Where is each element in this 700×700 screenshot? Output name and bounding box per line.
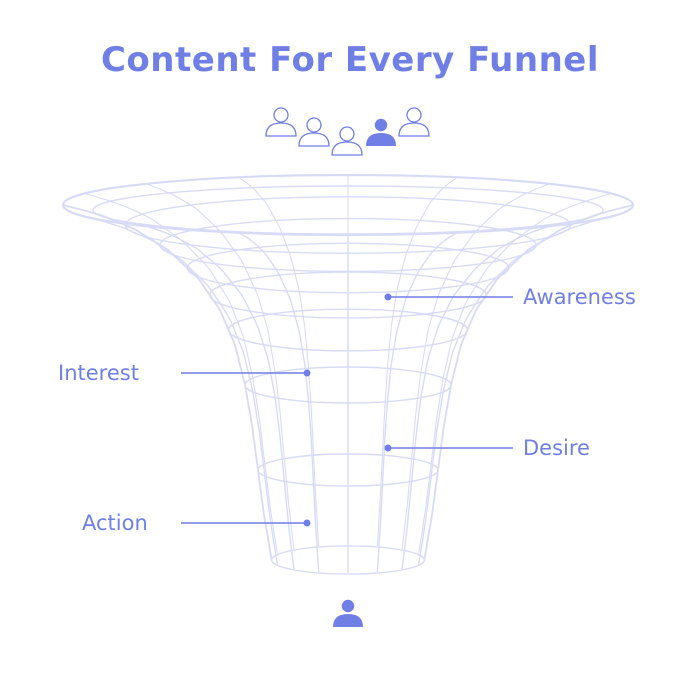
awareness-dot (384, 293, 392, 301)
user-body (398, 122, 430, 137)
funnel-meridian (238, 232, 320, 573)
user-head (306, 117, 322, 133)
funnel-meridian (146, 183, 295, 550)
user-head (273, 107, 289, 123)
funnel-mesh (61, 173, 635, 575)
user-body (333, 614, 363, 627)
stage-label-awareness: Awareness (523, 285, 636, 309)
funnel-meridian (401, 183, 550, 550)
interest-dot (303, 369, 311, 377)
stage-label-interest: Interest (58, 361, 139, 385)
bottom-user-icon (333, 598, 363, 627)
stage-label-desire: Desire (523, 436, 590, 460)
user-icon-2 (298, 117, 330, 147)
stage-label-action: Action (82, 511, 148, 535)
funnel-meridian (84, 192, 278, 554)
user-body (366, 133, 396, 146)
funnel-meridian (418, 192, 612, 554)
page-title: Content For Every Funnel (100, 40, 599, 80)
funnel-outline-left (62, 204, 273, 561)
user-icon-5 (398, 107, 430, 137)
user-icon-1 (265, 107, 297, 137)
user-body (298, 132, 330, 147)
funnel-meridian (418, 215, 612, 565)
user-head (406, 107, 422, 123)
funnel-outline-right (423, 204, 634, 561)
funnel-meridian (376, 232, 458, 573)
funnel-meridian (84, 215, 278, 565)
user-head (339, 126, 355, 142)
funnel-meridian (238, 176, 320, 547)
user-head (373, 117, 389, 133)
funnel-meridian (401, 225, 550, 569)
stage-action: Action (82, 511, 311, 535)
stage-interest: Interest (58, 361, 311, 385)
user-head (340, 598, 356, 614)
funnel-meridian (376, 176, 458, 547)
user-icon-3 (331, 126, 363, 156)
user-body (331, 141, 363, 156)
user-icon-4 (366, 117, 396, 146)
action-dot (303, 519, 311, 527)
stage-awareness: Awareness (384, 285, 636, 309)
stage-desire: Desire (384, 436, 590, 460)
user-body (265, 122, 297, 137)
desire-dot (384, 444, 392, 452)
top-users-group (265, 107, 430, 156)
funnel-meridian (146, 225, 295, 569)
